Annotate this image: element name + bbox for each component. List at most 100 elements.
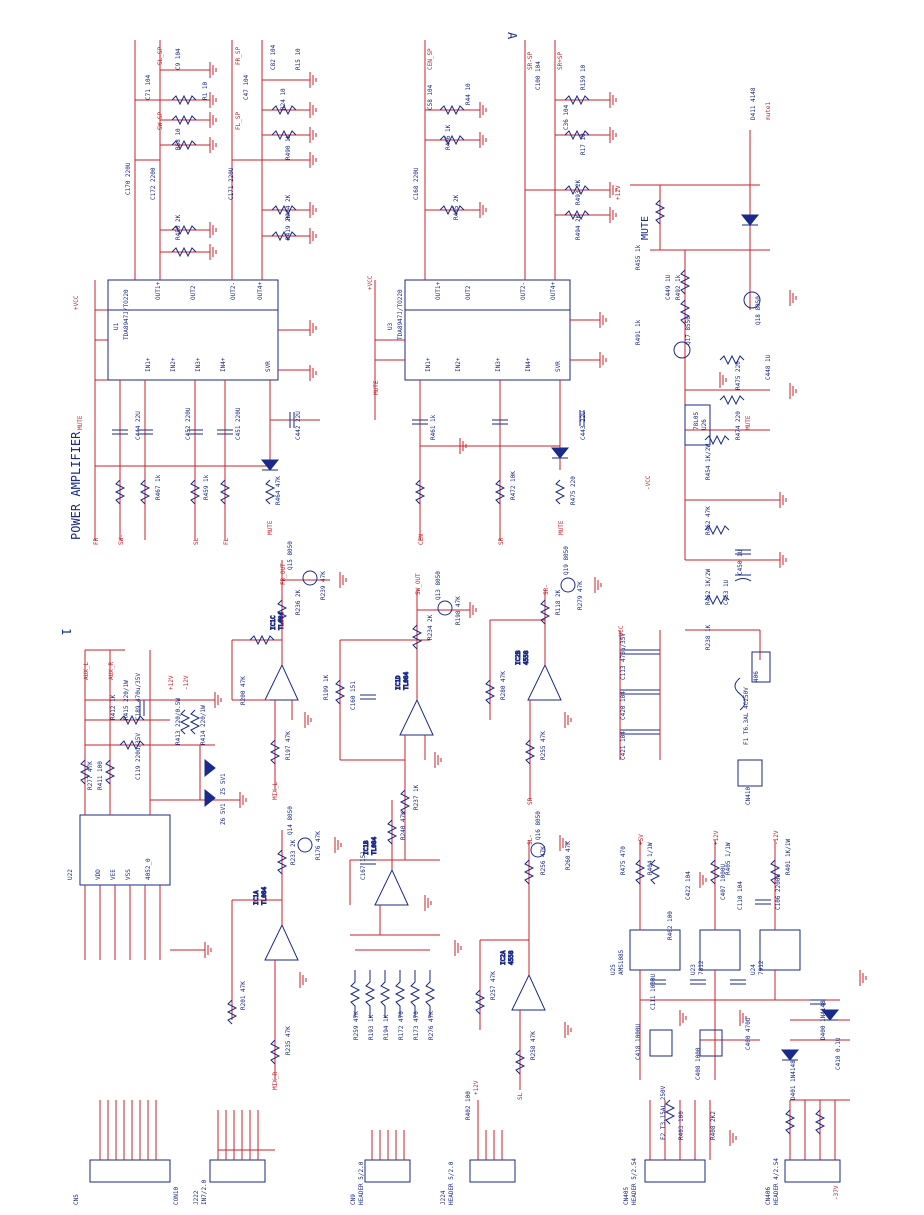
svg-text:C160 151: C160 151 [350, 681, 357, 710]
svg-text:HEADER 5/2.54: HEADER 5/2.54 [631, 1158, 638, 1205]
svg-text:R240 47K: R240 47K [400, 811, 407, 840]
svg-text:78L05: 78L05 [693, 412, 700, 430]
opamp-ic2a: IC2A 4558 [500, 950, 546, 1011]
regulator-u25: U25 AMS1085 [610, 929, 681, 975]
svg-text:U22: U22 [67, 869, 74, 880]
svg-text:C82 104: C82 104 [270, 44, 277, 70]
svg-text:C36 104: C36 104 [563, 104, 570, 130]
connector-cn405: CN405 HEADER 5/2.54 [623, 1158, 706, 1205]
svg-text:CN9: CN9 [350, 1194, 357, 1205]
svg-text:FL: FL [223, 537, 230, 545]
svg-text:C449 1U: C449 1U [665, 274, 672, 300]
svg-text:R17 10: R17 10 [580, 133, 587, 155]
svg-text:R475 220: R475 220 [735, 361, 742, 390]
opamp-ic2b: IC2B 4558 [515, 650, 562, 701]
svg-text:+VCC: +VCC [73, 295, 80, 310]
svg-text:IN4+: IN4+ [220, 357, 227, 372]
amplifier-u1: U1 TDA8947J/TO220 IN1+ IN2+ IN3+ IN4+ OU… [107, 279, 279, 381]
svg-text:HEADER 4/2.54: HEADER 4/2.54 [773, 1158, 780, 1205]
svg-text:D401 1N4148: D401 1N4148 [790, 1060, 797, 1100]
svg-text:FR: FR [93, 537, 100, 545]
svg-text:R234 2K: R234 2K [427, 614, 434, 640]
svg-text:IN1+: IN1+ [425, 357, 432, 372]
svg-text:C171 220U: C171 220U [228, 167, 235, 200]
svg-text:IC1C: IC1C [270, 615, 277, 630]
svg-text:CEN: CEN [418, 534, 425, 545]
svg-text:OUT1+: OUT1+ [435, 282, 442, 300]
svg-text:OUT2: OUT2 [465, 285, 472, 300]
svg-text:TDA8947J/TO220: TDA8947J/TO220 [123, 289, 130, 340]
svg-text:R159 10: R159 10 [580, 64, 587, 90]
svg-text:C172 2200: C172 2200 [150, 167, 157, 200]
svg-text:R452 1K/2W: R452 1K/2W [705, 568, 712, 605]
svg-text:R402 100: R402 100 [667, 911, 674, 940]
svg-text:R475 220: R475 220 [570, 476, 577, 505]
svg-text:R280 47K: R280 47K [500, 671, 507, 700]
svg-text:R472 10K: R472 10K [510, 471, 517, 500]
svg-text:C47 104: C47 104 [243, 74, 250, 100]
svg-text:C442 22U: C442 22U [295, 411, 302, 440]
svg-text:C167 151: C167 151 [360, 851, 367, 880]
svg-text:IN3+: IN3+ [495, 357, 502, 372]
svg-text:C421 104: C421 104 [620, 731, 627, 760]
svg-text:C100 104: C100 104 [535, 61, 542, 90]
svg-text:OUT2-: OUT2- [520, 282, 527, 300]
svg-text:R415 220/1W: R415 220/1W [123, 680, 130, 720]
svg-text:SL: SL [517, 1092, 524, 1100]
svg-text:C106 2200U: C106 2200U [775, 873, 782, 910]
svg-text:R493 2K: R493 2K [575, 179, 582, 205]
svg-text:J224: J224 [440, 1190, 447, 1205]
svg-text:R118 2K: R118 2K [555, 589, 562, 615]
svg-text:C418 1000U: C418 1000U [635, 1023, 642, 1060]
svg-text:7812: 7812 [698, 960, 705, 975]
svg-text:TL084: TL084 [371, 837, 378, 855]
svg-text:R401 1K/1W: R401 1K/1W [785, 838, 792, 875]
svg-text:IN1+: IN1+ [145, 357, 152, 372]
svg-text:R419 2K: R419 2K [285, 214, 292, 240]
svg-text:R260 47K: R260 47K [565, 841, 572, 870]
svg-text:R461 1k: R461 1k [430, 414, 437, 440]
svg-text:D400 1N4148: D400 1N4148 [820, 1000, 827, 1040]
svg-text:R58 10: R58 10 [175, 128, 182, 150]
svg-text:IN7/2.0: IN7/2.0 [201, 1179, 208, 1205]
svg-text:IC2A: IC2A [500, 950, 507, 965]
svg-text:Q13 8050: Q13 8050 [435, 571, 442, 600]
svg-text:R485 2K: R485 2K [453, 194, 460, 220]
svg-text:mute1: mute1 [765, 102, 772, 120]
svg-text:+12V: +12V [473, 1080, 480, 1095]
svg-text:IC1D: IC1D [395, 675, 402, 690]
svg-text:-VCC: -VCC [618, 625, 625, 640]
svg-text:R199 1K: R199 1K [323, 674, 330, 700]
svg-text:406: 406 [753, 671, 760, 682]
svg-text:C71 104: C71 104 [145, 74, 152, 100]
svg-text:OUT2-: OUT2- [230, 282, 237, 300]
svg-text:R172 470: R172 470 [398, 1011, 405, 1040]
section-title: POWER AMPLIFIER [69, 431, 83, 540]
svg-text:R484 2K: R484 2K [285, 194, 292, 220]
svg-text:VDD: VDD [95, 869, 102, 880]
svg-text:SVR: SVR [265, 361, 272, 372]
svg-text:SVR: SVR [555, 361, 562, 372]
svg-text:C451 220U: C451 220U [235, 407, 242, 440]
svg-text:U25: U25 [610, 964, 617, 975]
svg-text:-VCC: -VCC [645, 475, 652, 490]
svg-text:CN406: CN406 [765, 1187, 772, 1205]
svg-text:R475 470: R475 470 [620, 846, 627, 875]
svg-text:MUTE: MUTE [558, 520, 565, 535]
svg-text:HEADER 5/2.0: HEADER 5/2.0 [358, 1161, 365, 1205]
svg-text:C448 1U: C448 1U [765, 354, 772, 380]
svg-text:Z5 5V1: Z5 5V1 [220, 773, 227, 795]
svg-text:C111 1000U: C111 1000U [650, 973, 657, 1010]
sheet-corner-1: 1 [59, 628, 73, 635]
svg-text:R491 1k: R491 1k [635, 319, 642, 345]
svg-text:U3: U3 [387, 322, 394, 330]
svg-text:4558: 4558 [523, 650, 530, 665]
svg-text:Q18 8050: Q18 8050 [755, 296, 762, 325]
svg-text:IN2+: IN2+ [455, 357, 462, 372]
svg-text:C58 104: C58 104 [427, 84, 434, 110]
svg-text:R408 2K2: R408 2K2 [710, 1111, 717, 1140]
svg-text:R455 1k: R455 1k [635, 244, 642, 270]
svg-text:SW-SP: SW-SP [157, 112, 164, 130]
svg-text:R257 47K: R257 47K [490, 971, 497, 1000]
svg-text:R486 1K: R486 1K [445, 124, 452, 150]
